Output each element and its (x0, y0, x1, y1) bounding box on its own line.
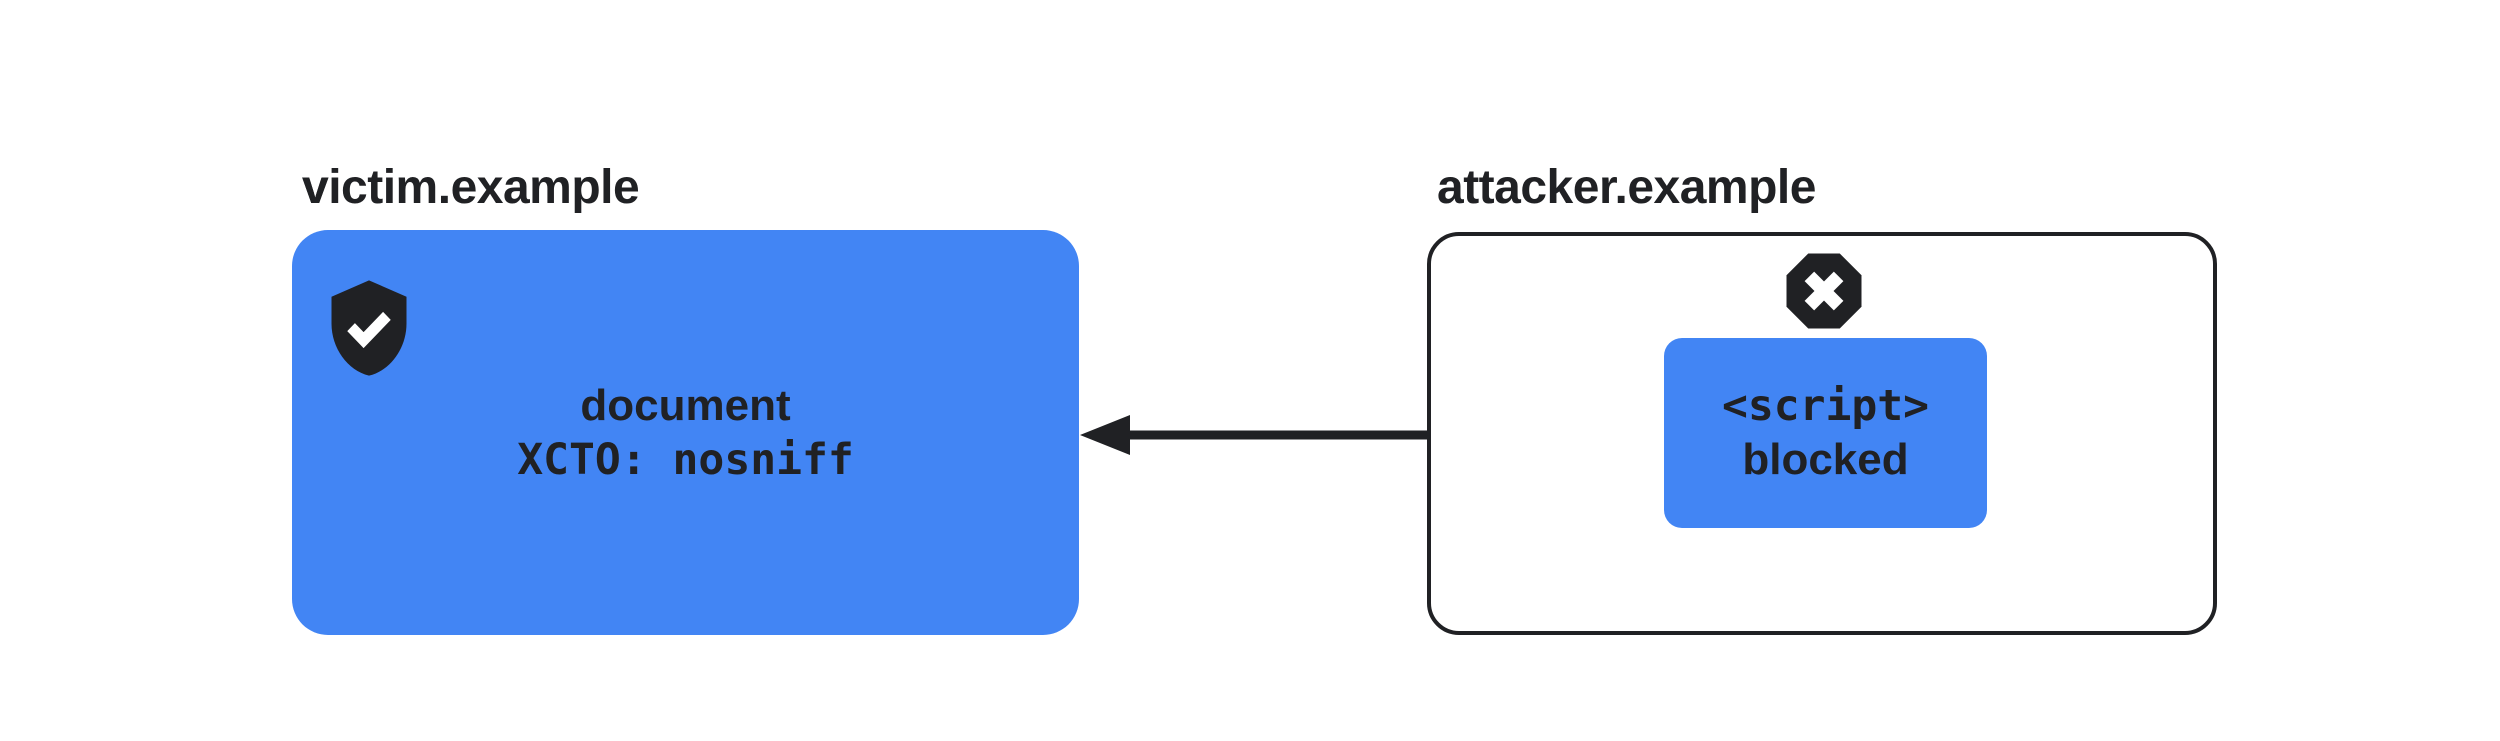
blocked-text: blocked (1742, 435, 1909, 484)
attacker-origin-box: <script> blocked (1427, 232, 2217, 635)
script-blocked-box: <script> blocked (1664, 338, 1987, 528)
blocked-octagon-icon (1786, 253, 1862, 329)
attacker-domain-label: attacker.example (1437, 161, 1816, 214)
victim-domain-label: victim.example (302, 161, 640, 214)
victim-document-box: document XCTO: nosniff (292, 230, 1079, 635)
document-text: document (580, 380, 791, 430)
xcto-nosniff-text: XCTO: nosniff (517, 434, 854, 485)
shield-check-icon (331, 280, 407, 376)
victim-box-text: document XCTO: nosniff (517, 379, 854, 487)
victim-domain-label: v (302, 161, 329, 214)
script-tag-text: <script> (1721, 381, 1930, 431)
